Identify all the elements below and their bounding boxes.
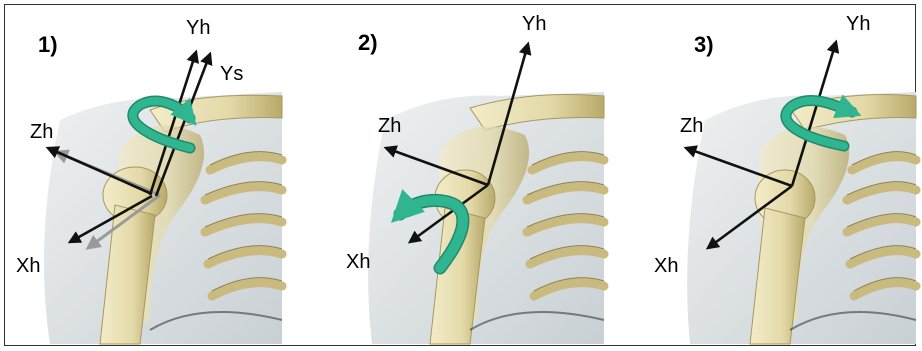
panel-number: 2) (358, 30, 378, 55)
ys-axis-label: Ys (220, 63, 243, 85)
z-axis-label: Zh (378, 115, 401, 137)
y-axis-label: Yh (186, 17, 210, 39)
panel-2: 2) Yh Zh Xh (346, 13, 604, 344)
x-axis-label: Xh (16, 255, 40, 277)
x-axis-label: Xh (346, 251, 370, 273)
x-axis-label: Xh (654, 255, 678, 277)
y-axis-label: Yh (522, 13, 546, 35)
y-axis-label: Yh (846, 13, 870, 35)
panel-number: 3) (694, 32, 714, 57)
panel-3: 3) Yh Zh Xh (654, 13, 916, 344)
shoulder-illustration (44, 92, 282, 344)
z-axis-label: Zh (30, 121, 53, 143)
z-axis-label: Zh (680, 115, 703, 137)
panel-number: 1) (38, 32, 58, 57)
panel-1: 1) Yh Ys Zh Xh (16, 17, 282, 344)
